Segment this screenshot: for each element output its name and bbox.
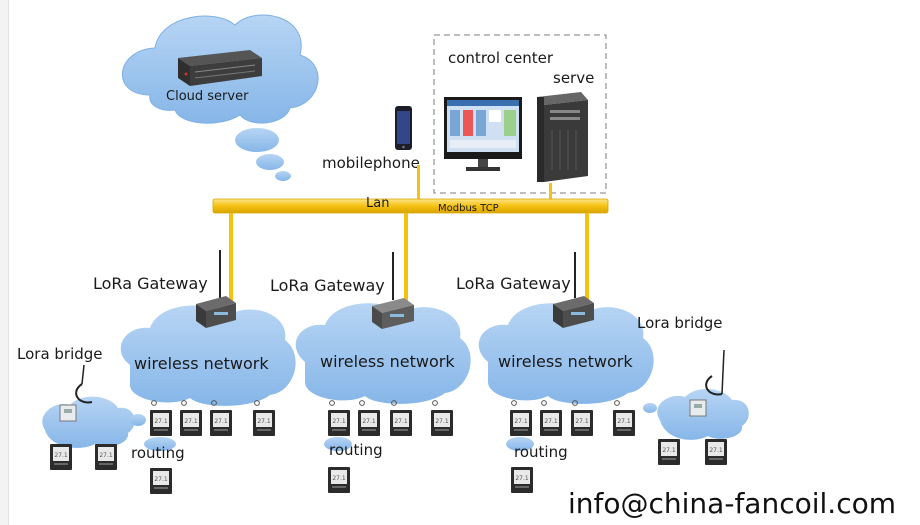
phone-drop-line [417, 165, 420, 201]
wireless-network-label-3: wireless network [498, 352, 633, 371]
lora-bridge-label-left: Lora bridge [17, 345, 103, 363]
bus-line-1 [229, 213, 233, 303]
wireless-cloud-1 [120, 305, 296, 406]
lora-bridge-device-left [59, 364, 93, 422]
tower-server-icon [537, 92, 588, 182]
control-center-label: control center [448, 49, 554, 67]
wireless-network-label-2: wireless network [320, 352, 455, 371]
server-drop-line [549, 183, 552, 201]
lora-bridge-cloud-left [42, 396, 146, 448]
lora-gateway-icon-1 [196, 250, 236, 328]
wireless-cloud-2 [295, 303, 471, 404]
mobilephone-icon [395, 106, 412, 150]
gateway-label-1: LoRa Gateway [93, 274, 208, 293]
wireless-network-label-1: wireless network [134, 354, 269, 373]
lora-gateway-icon-2 [372, 252, 414, 329]
lora-bridge-device-right [689, 349, 725, 417]
monitor-icon [444, 97, 522, 171]
routing-cloud-2 [324, 437, 352, 451]
routing-label-3: routing [514, 443, 568, 461]
routing-label-2: routing [329, 441, 383, 459]
modbus-tcp-label: Modbus TCP [438, 203, 499, 214]
control-center-box [433, 34, 607, 194]
contact-email: info@china-fancoil.com [568, 487, 896, 520]
lan-label: Lan [366, 196, 389, 211]
lan-bus [212, 198, 609, 214]
lora-gateway-icon-3 [553, 252, 594, 328]
routing-cloud-3 [506, 437, 534, 451]
bus-line-3 [585, 213, 589, 303]
routing-cloud-1 [144, 437, 176, 451]
lora-bridge-label-right: Lora bridge [637, 314, 723, 332]
bus-line-2 [404, 213, 408, 303]
routing-label-1: routing [131, 444, 185, 462]
gateway-label-3: LoRa Gateway [456, 274, 571, 293]
rack-server-icon [178, 50, 262, 86]
mobilephone-label: mobilephone [322, 154, 420, 172]
gateway-label-2: LoRa Gateway [270, 276, 385, 295]
cloud-server-label: Cloud server [166, 89, 249, 104]
control-center-serve-label: serve [553, 69, 594, 87]
left-scrollbar [0, 0, 9, 525]
wireless-cloud-3 [478, 303, 654, 404]
